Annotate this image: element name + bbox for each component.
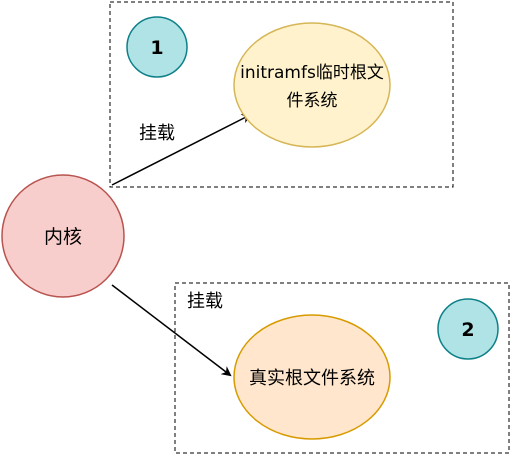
node-real-root [233, 314, 391, 440]
edge-label-bottom: 挂载 [187, 291, 223, 312]
node-initramfs-label-line1: initramfs临时根文 [240, 63, 384, 83]
node-kernel-label: 内核 [44, 226, 82, 248]
edge-kernel-to-initramfs [111, 114, 252, 186]
edge-label-top: 挂载 [139, 123, 175, 144]
group-box-initramfs [109, 1, 454, 188]
node-real-root-label: 真实根文件系统 [249, 368, 375, 389]
badge-2-label: 2 [461, 319, 474, 341]
badge-1-label: 1 [150, 37, 163, 59]
edge-kernel-to-real-root [111, 284, 232, 377]
node-kernel [1, 174, 125, 298]
badge-2 [437, 298, 499, 360]
node-initramfs [233, 22, 391, 148]
node-initramfs-label-line2: 件系统 [287, 91, 338, 111]
badge-1 [126, 16, 188, 78]
